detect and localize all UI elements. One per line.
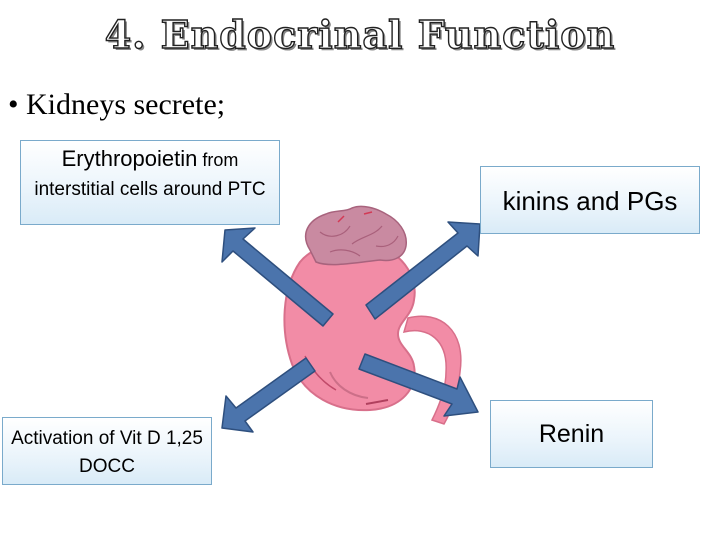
bullet-text: • Kidneys secrete; <box>8 88 226 121</box>
renin-label: Renin <box>538 420 605 448</box>
renin-box: Renin <box>490 400 653 468</box>
arrow-to-kinins <box>365 221 481 320</box>
adrenal-gland <box>305 205 407 266</box>
arrow-to-erythropoietin <box>221 227 334 327</box>
kinins-box: kinins and PGs <box>480 166 700 234</box>
arrow-to-renin <box>358 353 479 417</box>
slide-title: 4. Endocrinal Function <box>104 11 616 57</box>
erythropoietin-from: from <box>197 150 239 170</box>
arrow-to-vitd <box>221 357 316 433</box>
kidney <box>283 242 416 412</box>
kinins-label: kinins and PGs <box>502 186 678 216</box>
vitd-label: Activation of Vit D 1,25 DOCC <box>11 428 203 477</box>
erythropoietin-box: Erythropoietin from interstitial cells a… <box>20 140 280 225</box>
vitd-box: Activation of Vit D 1,25 DOCC <box>2 417 212 485</box>
erythropoietin-source: interstitial cells around PTC <box>34 179 266 200</box>
erythropoietin-label: Erythropoietin <box>61 146 198 171</box>
